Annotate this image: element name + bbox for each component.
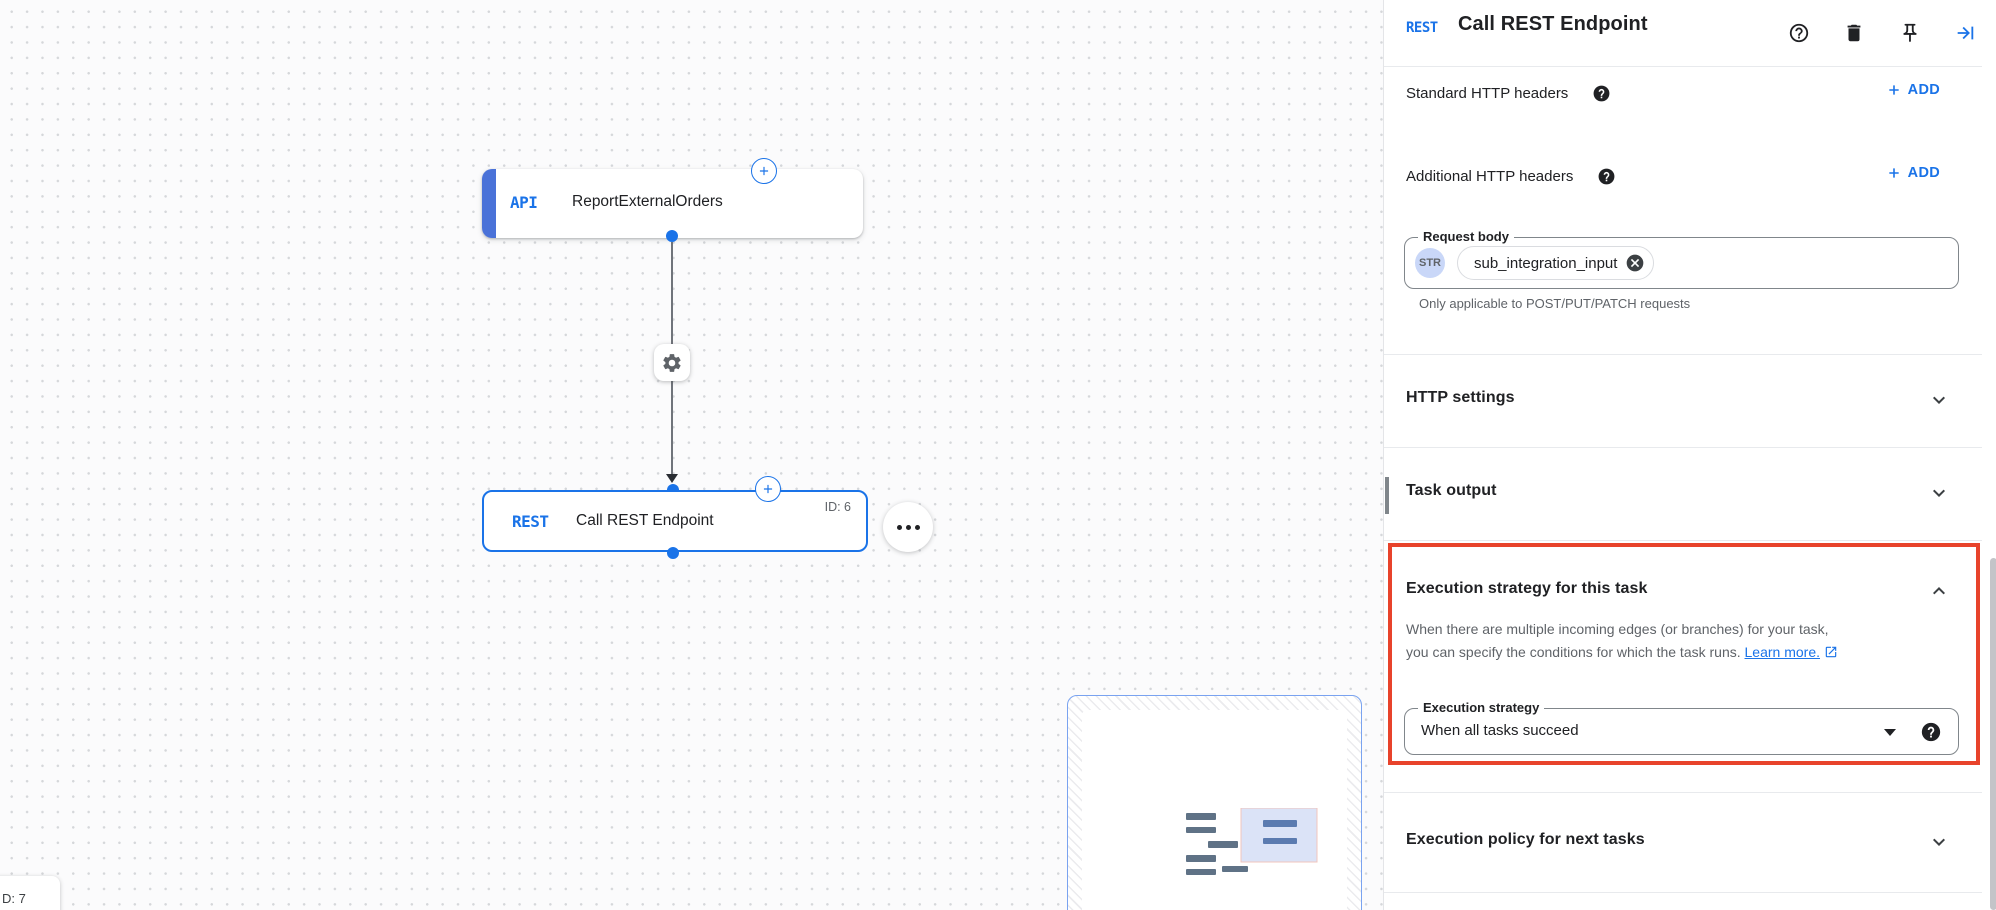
execution-strategy-collapse-button[interactable] <box>1926 578 1952 604</box>
description-line1: When there are multiple incoming edges (… <box>1406 621 1829 637</box>
execution-strategy-field-label: Execution strategy <box>1418 700 1545 715</box>
chevron-down-icon <box>1927 830 1951 854</box>
divider <box>1384 892 1982 893</box>
add-standard-header-button[interactable]: ADD <box>1886 82 1940 98</box>
variable-chip-label: sub_integration_input <box>1474 254 1618 272</box>
trigger-accent-bar <box>482 169 496 238</box>
edge-settings-chip[interactable] <box>654 344 690 381</box>
dropdown-caret-icon <box>1884 729 1896 736</box>
edge-arrowhead-icon <box>666 474 678 483</box>
section-execution-policy: Execution policy for next tasks <box>1406 831 1645 848</box>
section-execution-strategy: Execution strategy for this task <box>1406 580 1648 597</box>
request-body-field[interactable]: Request body STR sub_integration_input <box>1404 229 1959 289</box>
task-node-label: Call REST Endpoint <box>576 512 714 529</box>
collapse-panel-button[interactable] <box>1952 20 1978 46</box>
divider <box>1384 66 1982 67</box>
add-additional-header-button[interactable]: ADD <box>1886 165 1940 181</box>
section-task-output: Task output <box>1406 482 1497 499</box>
workflow-canvas[interactable]: API ReportExternalOrders REST Call REST … <box>0 0 1383 910</box>
collapse-right-icon <box>1954 22 1976 44</box>
external-link-icon <box>1824 643 1838 666</box>
trash-icon <box>1843 22 1865 44</box>
chevron-down-icon <box>1927 481 1951 505</box>
execution-strategy-value: When all tasks succeed <box>1421 722 1579 739</box>
add-task-above-icon[interactable] <box>751 158 777 184</box>
task-id-label: ID: 6 <box>824 500 851 514</box>
variable-type-badge: STR <box>1415 248 1445 278</box>
additional-headers-help-icon[interactable] <box>1597 167 1616 186</box>
left-indicator-bar <box>1385 477 1389 514</box>
divider <box>1384 540 1982 541</box>
more-dots-icon <box>896 524 902 530</box>
panel-scrollbar[interactable] <box>1990 558 1996 910</box>
trigger-node-report-external-orders[interactable]: API ReportExternalOrders <box>482 169 863 238</box>
plus-icon <box>1886 165 1902 181</box>
description-line2: you can specify the conditions for which… <box>1406 644 1741 660</box>
request-body-label: Request body <box>1418 229 1514 244</box>
panel-task-type-badge: REST <box>1406 20 1438 36</box>
sub-integration-frame[interactable] <box>1067 695 1362 910</box>
variable-chip[interactable]: sub_integration_input <box>1457 246 1655 280</box>
push-pin-icon <box>1899 22 1921 44</box>
task-type-badge: REST <box>512 512 549 531</box>
clipped-node-chip-label: D: 7 <box>2 890 26 906</box>
gear-icon <box>661 352 683 374</box>
task-config-panel: REST Call REST Endpoint Standard HTTP he… <box>1383 0 1996 910</box>
execution-strategy-description: When there are multiple incoming edges (… <box>1406 618 1838 666</box>
add-standard-header-label: ADD <box>1907 82 1940 98</box>
http-settings-expand-button[interactable] <box>1926 387 1952 413</box>
pin-panel-button[interactable] <box>1897 20 1923 46</box>
panel-title: Call REST Endpoint <box>1458 13 1648 35</box>
additional-headers-label: Additional HTTP headers <box>1406 168 1574 185</box>
execution-strategy-select[interactable]: Execution strategy When all tasks succee… <box>1404 700 1959 755</box>
standard-headers-help-icon[interactable] <box>1592 84 1611 103</box>
task-node-call-rest-endpoint[interactable]: REST Call REST Endpoint ID: 6 <box>482 490 868 552</box>
clipped-node-chip[interactable]: D: 7 <box>0 876 60 910</box>
section-http-settings: HTTP settings <box>1406 389 1515 406</box>
task-output-port[interactable] <box>667 547 679 559</box>
divider <box>1384 792 1982 793</box>
add-task-below-icon[interactable] <box>755 476 781 502</box>
standard-headers-label: Standard HTTP headers <box>1406 85 1569 102</box>
more-dots-icon <box>905 524 911 530</box>
integration-preview-icon <box>1186 807 1321 883</box>
trigger-node-label: ReportExternalOrders <box>572 193 723 210</box>
learn-more-link[interactable]: Learn more. <box>1744 644 1820 660</box>
remove-variable-icon[interactable] <box>1625 253 1645 273</box>
delete-task-button[interactable] <box>1841 20 1867 46</box>
trigger-type-badge: API <box>510 193 538 212</box>
trigger-output-port[interactable] <box>666 230 678 242</box>
add-additional-header-label: ADD <box>1907 165 1940 181</box>
divider <box>1384 354 1982 355</box>
help-button[interactable] <box>1786 20 1812 46</box>
request-body-helper: Only applicable to POST/PUT/PATCH reques… <box>1419 296 1691 311</box>
chevron-up-icon <box>1927 579 1951 603</box>
task-more-options-button[interactable] <box>883 502 933 552</box>
divider <box>1384 447 1982 448</box>
execution-policy-expand-button[interactable] <box>1926 829 1952 855</box>
plus-icon <box>1886 82 1902 98</box>
help-outline-icon <box>1788 22 1810 44</box>
chevron-down-icon <box>1927 388 1951 412</box>
more-dots-icon <box>914 524 920 530</box>
execution-strategy-help-icon[interactable] <box>1920 721 1942 743</box>
task-output-expand-button[interactable] <box>1926 480 1952 506</box>
